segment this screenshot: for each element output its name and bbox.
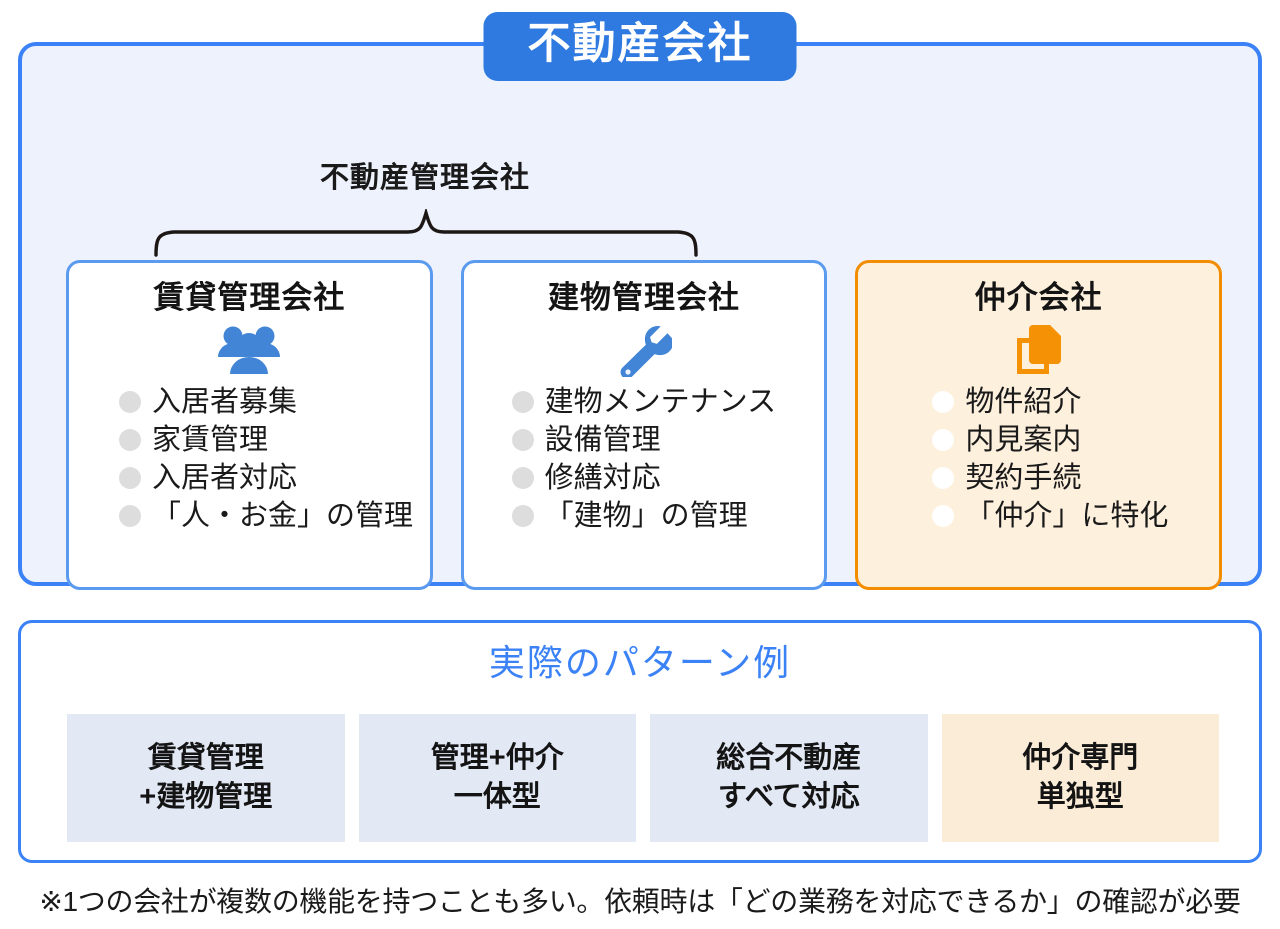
bullet-dot-icon bbox=[932, 391, 955, 414]
pattern-box-rental-plus-building[interactable]: 賃貸管理 +建物管理 bbox=[67, 714, 345, 842]
card-title: 賃貸管理会社 bbox=[153, 280, 346, 315]
bullet-label: 入居者募集 bbox=[152, 385, 298, 418]
card-title: 建物管理会社 bbox=[548, 280, 740, 315]
pattern-examples-title: 実際のパターン例 bbox=[488, 642, 792, 683]
pattern-box-management-plus-brokerage[interactable]: 管理+仲介 一体型 bbox=[358, 714, 636, 842]
bullet-label: 設備管理 bbox=[544, 423, 661, 456]
bullet-dot-icon bbox=[119, 467, 141, 490]
list-item: 設備管理 bbox=[511, 421, 813, 459]
copy-documents-icon bbox=[1013, 321, 1065, 379]
bullet-label: 物件紹介 bbox=[965, 385, 1082, 418]
pattern-box-row: 賃貸管理 +建物管理 管理+仲介 一体型 総合不動産 すべて対応 仲介専門 単独… bbox=[67, 714, 1219, 842]
pattern-line-1: 総合不動産 bbox=[716, 741, 862, 774]
list-item: 「建物」の管理 bbox=[511, 497, 813, 535]
bullet-dot-icon bbox=[511, 391, 534, 414]
card-building-management-company[interactable]: 建物管理会社 建物メンテナンス 設備管理 bbox=[460, 260, 828, 590]
card-brokerage-company[interactable]: 仲介会社 物件紹介 内見案内 bbox=[855, 260, 1223, 590]
list-item: 入居者対応 bbox=[119, 459, 418, 497]
pattern-examples-panel: 実際のパターン例 賃貸管理 +建物管理 管理+仲介 一体型 総合不動産 すべて対… bbox=[18, 620, 1262, 863]
list-item: 物件紹介 bbox=[932, 383, 1207, 421]
list-item: 建物メンテナンス bbox=[511, 383, 813, 421]
list-item: 入居者募集 bbox=[119, 383, 418, 421]
bullet-dot-icon bbox=[511, 467, 534, 490]
list-item: 内見案内 bbox=[932, 421, 1207, 459]
bullet-label: 内見案内 bbox=[965, 423, 1082, 456]
pattern-line-2: すべて対応 bbox=[717, 781, 860, 813]
bullet-label: 修繕対応 bbox=[544, 461, 661, 494]
bullet-dot-icon bbox=[511, 429, 534, 452]
real-estate-company-panel: 不動産管理会社 賃貸管理会社 bbox=[18, 42, 1262, 590]
list-item: 修繕対応 bbox=[511, 459, 813, 497]
card-bullet-list: 物件紹介 内見案内 契約手続 「仲介」に特化 bbox=[870, 383, 1207, 535]
list-item: 「仲介」に特化 bbox=[932, 497, 1207, 535]
page-title-badge: 不動産会社 bbox=[483, 12, 797, 82]
pattern-line-2: 単独型 bbox=[1036, 781, 1124, 813]
pattern-line-1: 管理+仲介 bbox=[430, 741, 564, 774]
wrench-icon bbox=[616, 321, 672, 379]
bullet-label: 契約手続 bbox=[965, 461, 1082, 494]
bullet-dot-icon bbox=[932, 505, 955, 528]
bullet-label: 「建物」の管理 bbox=[544, 499, 748, 532]
company-type-cards: 賃貸管理会社 入居者募集 bbox=[66, 260, 1223, 590]
pattern-line-2: +建物管理 bbox=[139, 781, 273, 813]
list-item: 家賃管理 bbox=[119, 421, 418, 459]
footnote-text: ※1つの会社が複数の機能を持つことも多い。依頼時は「どの業務を対応できるか」の確… bbox=[39, 886, 1241, 917]
bullet-label: 家賃管理 bbox=[152, 423, 269, 456]
bullet-dot-icon bbox=[932, 429, 955, 452]
card-bullet-list: 建物メンテナンス 設備管理 修繕対応 「建物」の管理 bbox=[476, 383, 813, 535]
bullet-dot-icon bbox=[119, 429, 141, 452]
card-bullet-list: 入居者募集 家賃管理 入居者対応 「人・お金」の管理 bbox=[81, 383, 418, 535]
bullet-label: 入居者対応 bbox=[152, 461, 298, 494]
list-item: 契約手続 bbox=[932, 459, 1207, 497]
bullet-dot-icon bbox=[119, 505, 141, 528]
pattern-box-full-service[interactable]: 総合不動産 すべて対応 bbox=[650, 714, 928, 842]
bullet-dot-icon bbox=[119, 391, 141, 414]
list-item: 「人・お金」の管理 bbox=[119, 497, 418, 535]
bullet-label: 建物メンテナンス bbox=[544, 385, 777, 418]
property-management-group-label: 不動産管理会社 bbox=[319, 162, 530, 194]
pattern-line-1: 賃貸管理 bbox=[147, 741, 264, 774]
people-group-icon bbox=[216, 321, 282, 379]
bullet-label: 「人・お金」の管理 bbox=[152, 499, 414, 532]
bullet-dot-icon bbox=[932, 467, 955, 490]
bullet-label: 「仲介」に特化 bbox=[965, 499, 1169, 532]
card-rental-management-company[interactable]: 賃貸管理会社 入居者募集 bbox=[66, 260, 433, 590]
bullet-dot-icon bbox=[511, 505, 534, 528]
pattern-line-1: 仲介専門 bbox=[1022, 741, 1139, 774]
card-title: 仲介会社 bbox=[974, 280, 1103, 315]
curly-brace-icon bbox=[152, 206, 700, 257]
pattern-line-2: 一体型 bbox=[453, 781, 541, 813]
pattern-box-brokerage-only[interactable]: 仲介専門 単独型 bbox=[941, 714, 1219, 842]
